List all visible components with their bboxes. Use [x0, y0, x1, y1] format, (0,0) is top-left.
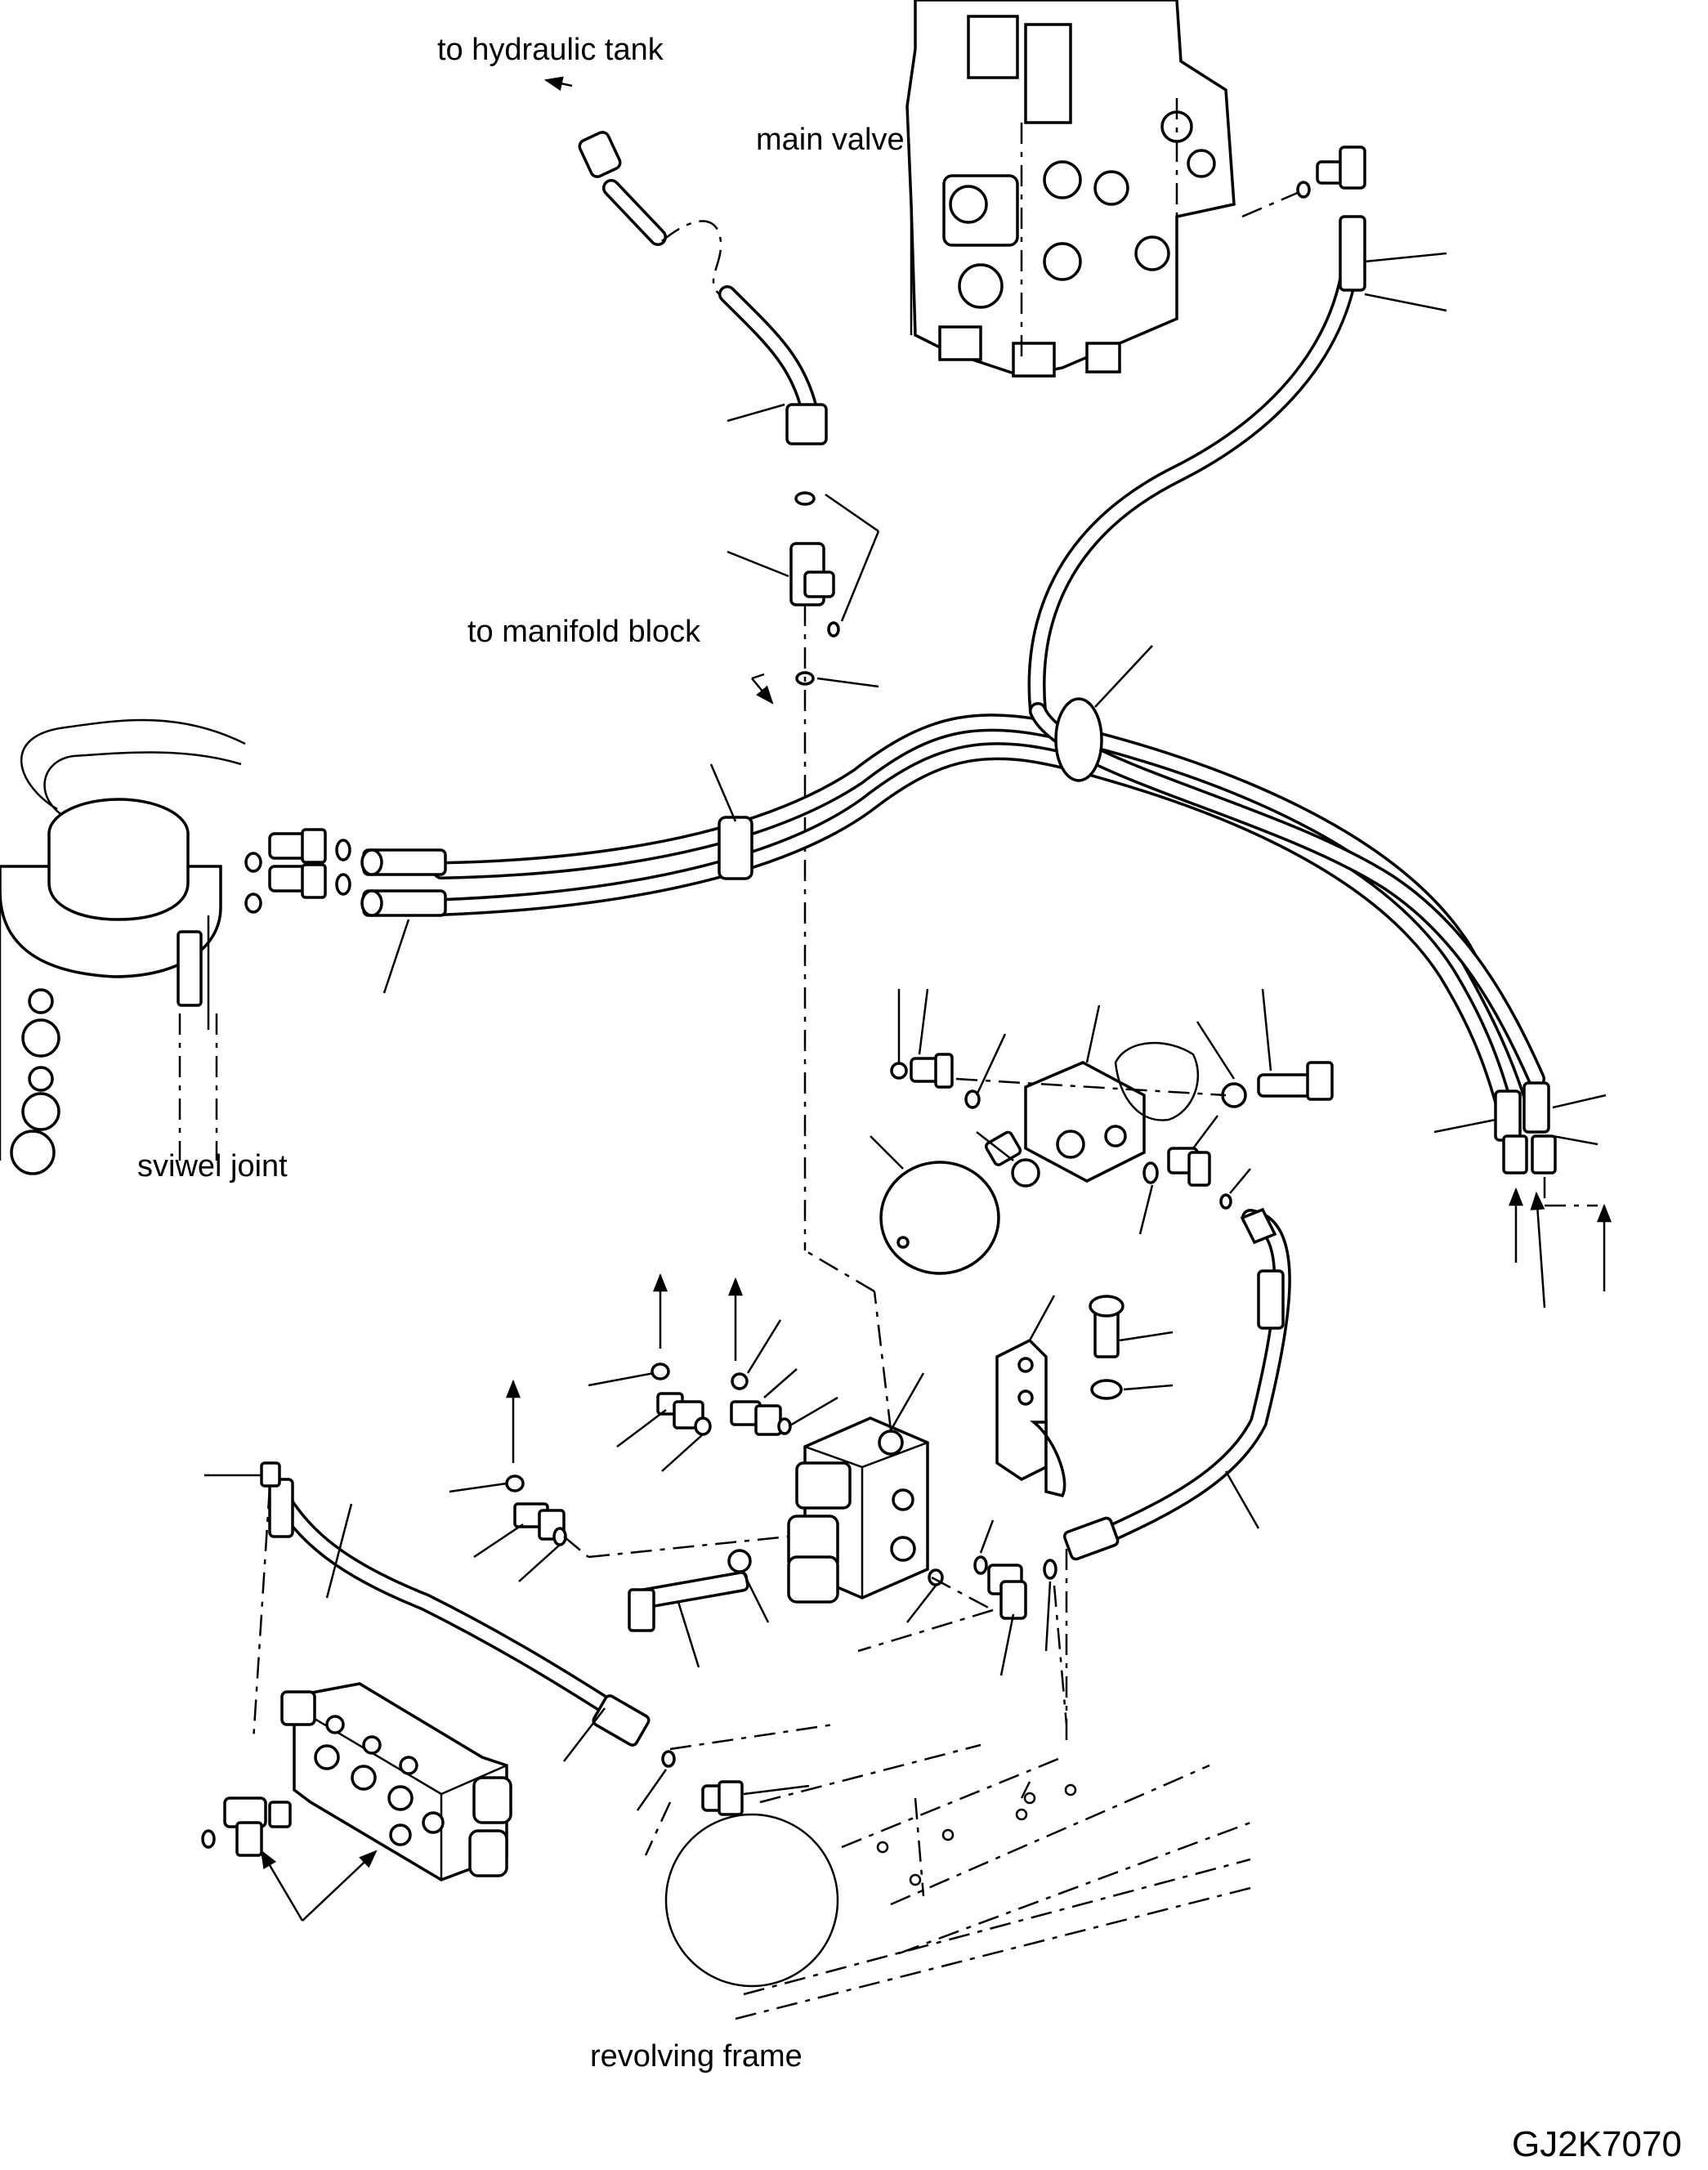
label-to-manifold-block: to manifold block — [467, 615, 701, 649]
control-valve-icon — [201, 1682, 512, 1922]
label-revolving-frame: revolving frame — [590, 2039, 803, 2074]
tank-return-hose — [543, 76, 828, 445]
elbow-fitting-icon — [1241, 145, 1366, 218]
label-main-valve: main valve — [756, 123, 905, 157]
accumulator-icon — [870, 1130, 1040, 1275]
revolving-frame-icon — [644, 1743, 1251, 2020]
solenoid-valve-block-icon — [787, 1249, 929, 1604]
main-valve-icon — [905, 0, 1236, 378]
main-hose-bundle — [360, 215, 1612, 1309]
solenoid-fittings — [449, 1273, 1068, 1725]
label-swivel-joint: sviwel joint — [137, 1149, 288, 1183]
label-to-hydraulic-tank: to hydraulic tank — [437, 33, 664, 67]
lower-hose — [204, 1461, 834, 1816]
block-icon — [890, 988, 1334, 1183]
swivel-joint-icon — [0, 718, 351, 1175]
connecting-hose — [1062, 1115, 1291, 1741]
tee-fitting-icon — [727, 491, 880, 1251]
bracket-icon — [995, 1295, 1174, 1498]
drawing-code: GJ2K7070 — [1512, 2124, 1682, 2164]
